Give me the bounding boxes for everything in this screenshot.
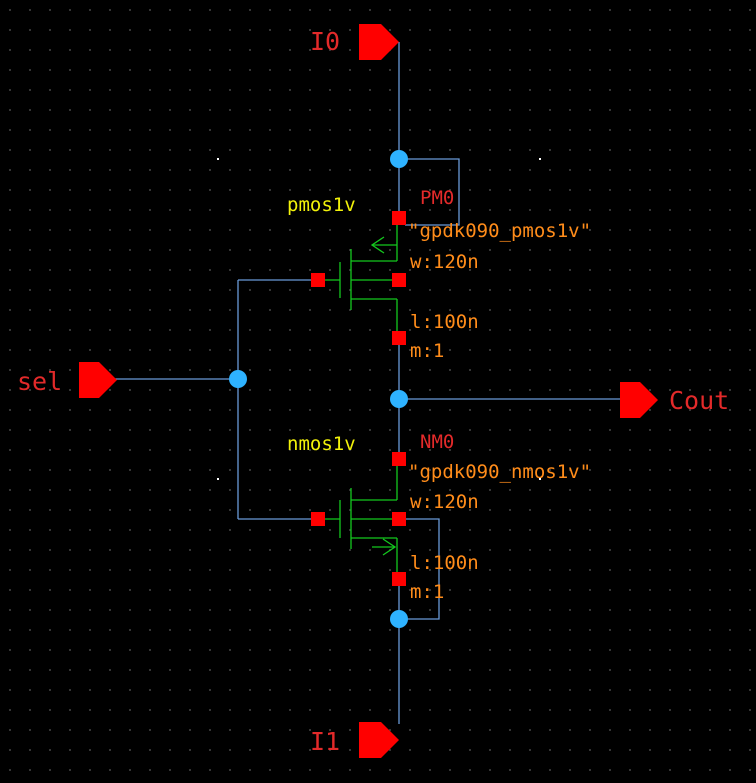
pin-sel-shape bbox=[79, 362, 117, 398]
wires bbox=[115, 42, 620, 724]
pmos-multiplier: m:1 bbox=[410, 340, 444, 362]
pin-cout[interactable]: Cout bbox=[620, 382, 729, 418]
pmos-drain-terminal[interactable] bbox=[392, 331, 406, 345]
wire-pmos-bulk[interactable] bbox=[398, 158, 460, 226]
pin-cout-shape bbox=[620, 382, 658, 418]
junction-sel-gates[interactable] bbox=[229, 370, 247, 388]
nmos-source-terminal[interactable] bbox=[392, 572, 406, 586]
nmos-instance-name: NM0 bbox=[420, 431, 454, 453]
nmos-length: l:100n bbox=[410, 552, 479, 574]
nmos-symbol bbox=[318, 466, 398, 579]
nmos-bulk-terminal[interactable] bbox=[392, 512, 406, 526]
pmos-length: l:100n bbox=[410, 311, 479, 333]
nmos-gate-terminal[interactable] bbox=[311, 512, 325, 526]
grid-markers bbox=[217, 158, 541, 480]
nmos-terminals bbox=[311, 452, 406, 586]
nmos-multiplier: m:1 bbox=[410, 581, 444, 603]
junctions bbox=[229, 150, 408, 628]
junction-pmos-source[interactable] bbox=[390, 150, 408, 168]
pmos-terminals bbox=[311, 211, 406, 345]
wire-nmos-bulk[interactable] bbox=[399, 518, 440, 620]
nmos-transistor[interactable]: nmos1v NM0 "gpdk090_nmos1v" w:120n l:100… bbox=[287, 431, 591, 603]
pmos-source-terminal[interactable] bbox=[392, 211, 406, 225]
pin-sel-label: sel bbox=[17, 367, 62, 396]
nmos-model-name: "gpdk090_nmos1v" bbox=[408, 461, 591, 483]
pmos-width: w:120n bbox=[410, 251, 479, 273]
nmos-width: w:120n bbox=[410, 491, 479, 513]
pmos-transistor[interactable]: pmos1v PM0 "gpdk090_pmos1v" w:120n l:100… bbox=[287, 187, 591, 362]
nmos-drain-terminal[interactable] bbox=[392, 452, 406, 466]
junction-nmos-source[interactable] bbox=[390, 610, 408, 628]
pmos-bulk-terminal[interactable] bbox=[392, 273, 406, 287]
pmos-cell-name: pmos1v bbox=[287, 194, 356, 216]
junction-output[interactable] bbox=[390, 390, 408, 408]
wire-gates[interactable] bbox=[237, 279, 318, 520]
nmos-cell-name: nmos1v bbox=[287, 433, 356, 455]
pmos-instance-name: PM0 bbox=[420, 187, 454, 209]
pmos-model-name: "gpdk090_pmos1v" bbox=[408, 220, 591, 242]
pin-cout-label: Cout bbox=[669, 386, 729, 415]
pin-i1-label: I1 bbox=[310, 727, 340, 756]
pmos-symbol bbox=[318, 225, 398, 338]
pin-i1[interactable]: I1 bbox=[310, 722, 399, 758]
pin-i0-label: I0 bbox=[310, 27, 340, 56]
pin-sel[interactable]: sel bbox=[17, 362, 117, 398]
pin-i0[interactable]: I0 bbox=[310, 24, 399, 60]
pmos-gate-terminal[interactable] bbox=[311, 273, 325, 287]
pin-i0-shape bbox=[359, 24, 399, 60]
pin-i1-shape bbox=[359, 722, 399, 758]
